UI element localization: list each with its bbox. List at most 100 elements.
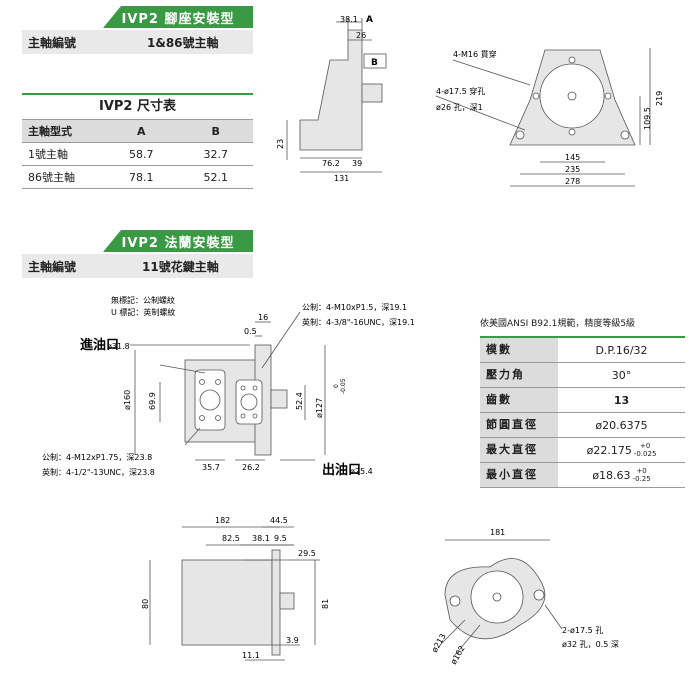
section1-title: IVP2 腳座安裝型 [103,6,253,28]
spline-row: 節圓直徑 ø20.6375 [480,413,685,438]
tolerance-lower: -0.25 [632,475,651,483]
dim-182: 182 [215,516,230,525]
mark-metric: 無標記：公制螺紋 [111,295,175,305]
dim-0-5: 0.5 [244,327,257,336]
dim-127: ø127 [315,398,324,418]
cell: 32.7 [178,142,253,166]
header-shaft-type: 主軸型式 [22,120,104,143]
dim-127-tol-lower: -0.05 [340,378,347,394]
dim-26-2: 26.2 [242,463,260,472]
dim-162: ø162 [449,644,467,666]
dim-b-label: B [371,58,378,68]
dim-39: 39 [352,159,362,168]
dim-69-9: 69.9 [148,392,157,410]
shaft-label: 主軸編號 [28,35,77,50]
dim-131: 131 [334,174,349,183]
header-a: A [104,120,179,143]
dim-82-5: 82.5 [222,534,240,543]
flange-cbore-note: ø32 孔，0.5 深 [562,640,619,649]
dim-145: 145 [565,153,580,162]
dim-3-9: 3.9 [286,636,299,645]
dim-11-1: 11.1 [242,651,260,660]
dim-235: 235 [565,165,580,174]
foot-note-m16: 4-M16 貫穿 [453,49,497,59]
dimension-table-header: 主軸型式 A B [22,120,253,143]
dim-80: 80 [141,599,150,609]
spline-value: ø18.63 [592,468,631,482]
cell: 52.1 [178,165,253,189]
inlet-label: 進油口 [80,337,119,353]
spline-row: 模數 D.P.16/32 [480,338,685,363]
foot-mount-drawing: 38.1 A 26 B 23 76.2 39 131 4-M16 貫穿 4-ø1… [276,15,664,187]
dimension-table: IVP2 尺寸表 主軸型式 A B 1號主軸 58.7 32.7 86號主軸 7… [22,93,253,189]
thread-imperial-bottom: 英制：4-1/2"-13UNC，深23.8 [42,467,155,477]
spline-value: ø20.6375 [595,418,648,432]
thread-metric-top: 公制：4-M10xP1.5，深19.1 [302,302,407,312]
flange-mount-drawing: 無標記：公制螺紋 U 標記：英制螺紋 進油口 ø31.8 出油口 ø25.4 公… [42,295,415,478]
cell: 86號主軸 [22,165,104,189]
spline-row: 最小直徑 ø18.63 +0-0.25 [480,463,685,488]
mark-imperial: U 標記：英制螺紋 [111,307,175,317]
bottom-drawing: 182 44.5 82.5 38.1 9.5 29.5 80 81 3.9 11… [141,516,619,666]
spline-label: 節圓直徑 [480,413,558,437]
dim-9-5: 9.5 [274,534,287,543]
dim-160: ø160 [123,390,132,410]
outlet-label: 出油口 [322,462,361,478]
spline-label: 齒數 [480,388,558,412]
dim-29-5: 29.5 [298,549,316,558]
spline-value: ø22.175 [586,443,632,457]
spline-value: 30° [611,368,632,382]
spline-row: 壓力角 30° [480,363,685,388]
dim-181: 181 [490,528,505,537]
dim-127-tol-upper: 0 [333,384,340,388]
shaft-value: 1&86號主軸 [147,35,219,50]
dim-23: 23 [276,139,285,149]
foot-note-cbore: ø26 孔，深1 [436,103,483,112]
shaft-label: 主軸編號 [28,259,77,274]
dim-213: ø213 [430,632,448,654]
cell: 78.1 [104,165,179,189]
dim-16: 16 [258,313,268,322]
cell: 1號主軸 [22,142,104,166]
thread-imperial-top: 英制：4-3/8"-16UNC，深19.1 [302,317,415,327]
spline-value: D.P.16/32 [595,343,648,357]
tolerance-upper: +0 [636,467,647,475]
dim-35-7: 35.7 [202,463,220,472]
cell: 58.7 [104,142,179,166]
section1-shaft-row: 主軸編號 1&86號主軸 [22,30,253,54]
dim-278: 278 [565,177,580,186]
thread-metric-bottom: 公制：4-M12xP1.75，深23.8 [42,452,152,462]
spline-label: 壓力角 [480,363,558,387]
inlet-diameter: ø31.8 [107,342,130,351]
spline-value: 13 [613,393,630,407]
foot-note-holes: 4-ø17.5 穿孔 [436,86,485,96]
dim-44-5: 44.5 [270,516,288,525]
dim-38-1b: 38.1 [252,534,270,543]
dimension-table-title: IVP2 尺寸表 [22,93,253,120]
dim-38-1: 38.1 [340,15,358,24]
section2-shaft-row: 主軸編號 11號花鍵主軸 [22,254,253,278]
spline-row: 最大直徑 ø22.175 +0-0.025 [480,438,685,463]
flange-holes-note: 2-ø17.5 孔 [562,626,603,635]
dim-219: 219 [655,91,664,106]
section2-title: IVP2 法蘭安裝型 [103,230,253,252]
dim-26: 26 [356,31,366,40]
spline-row: 齒數 13 [480,388,685,413]
spline-label: 模數 [480,338,558,362]
dim-109-5: 109.5 [643,107,652,130]
header-b: B [178,120,253,143]
dim-a-label: A [366,15,373,25]
spline-label: 最小直徑 [480,463,558,487]
table-row: 86號主軸 78.1 52.1 [22,165,253,189]
dim-52-4: 52.4 [295,392,304,410]
shaft-value: 11號花鍵主軸 [142,259,219,274]
dim-81: 81 [321,599,330,609]
tolerance-lower: -0.025 [633,450,657,458]
outlet-diameter: ø25.4 [350,467,373,476]
spline-table: 模數 D.P.16/32 壓力角 30° 齒數 13 節圓直徑 ø20.6375 最大直徑 ø22… [480,336,685,488]
spline-label: 最大直徑 [480,438,558,462]
dim-76-2: 76.2 [322,159,340,168]
spline-note: 依美國ANSI B92.1規範，精度等級5級 [480,319,636,329]
table-row: 1號主軸 58.7 32.7 [22,142,253,166]
tolerance-upper: +0 [639,442,651,450]
